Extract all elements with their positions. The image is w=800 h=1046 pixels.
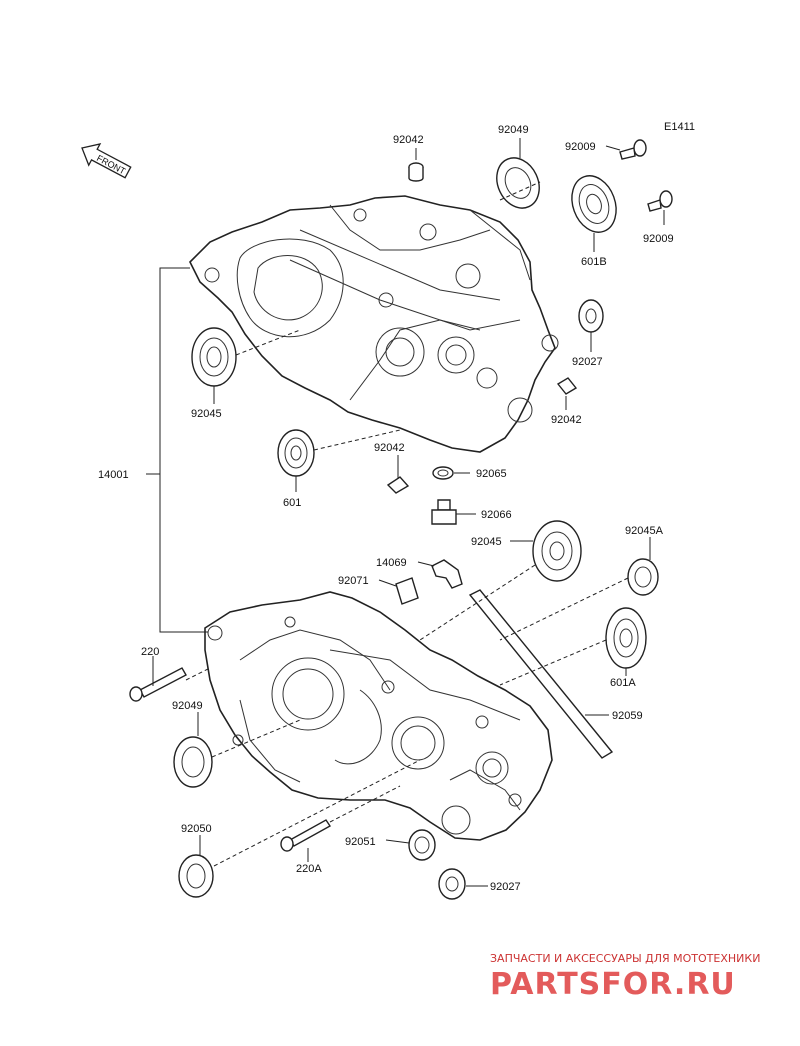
bolt-220 [129, 667, 187, 702]
reference-code: E1411 [664, 121, 695, 133]
label-92045-left: 92045 [191, 408, 222, 420]
label-92042-mid: 92042 [374, 442, 405, 454]
label-92066: 92066 [481, 509, 512, 521]
ball-bearing-601 [277, 429, 315, 477]
label-92045A: 92045A [625, 525, 664, 537]
dowel-pin-92042-right [556, 377, 578, 395]
label-92042-top: 92042 [393, 134, 424, 146]
label-92027-bottom: 92027 [490, 881, 521, 893]
ball-bearing-92045-left [191, 327, 237, 387]
ball-bearing-601B [571, 175, 617, 233]
label-92051: 92051 [345, 836, 376, 848]
tube-92059 [468, 589, 614, 759]
oil-seal-92049-top [496, 157, 540, 209]
drain-plug-92066 [431, 499, 457, 525]
ball-bearing-92045-mid [532, 520, 582, 582]
dowel-pin-92042-mid [386, 476, 410, 494]
ball-bearing-601A [605, 607, 647, 669]
collar-92027-right [578, 299, 604, 333]
screw-92009-b [647, 190, 673, 212]
oil-seal-92049-bottom [173, 736, 213, 788]
label-601A: 601A [610, 677, 636, 689]
fitting-14069 [431, 559, 463, 589]
collar-92027-bottom [438, 868, 466, 900]
lower-crankcase-half [204, 591, 553, 841]
watermark-brand: PARTSFOR.RU [490, 967, 736, 1002]
dowel-pin-92042-top [408, 162, 424, 182]
label-14069: 14069 [376, 557, 407, 569]
oil-seal-92050 [178, 854, 214, 898]
label-92049-bottom: 92049 [172, 700, 203, 712]
label-220A: 220A [296, 863, 322, 875]
leader-lines [146, 138, 665, 887]
washer-92065 [432, 466, 454, 480]
upper-crankcase-half [189, 195, 559, 453]
label-92049-top: 92049 [498, 124, 529, 136]
label-220: 220 [141, 646, 159, 658]
grommet-92071 [395, 577, 419, 605]
ball-bearing-92045A [627, 558, 659, 596]
front-arrow-icon: FRONT [81, 143, 132, 179]
label-92071: 92071 [338, 575, 369, 587]
label-92045-mid: 92045 [471, 536, 502, 548]
label-601B: 601B [581, 256, 607, 268]
oil-seal-92051 [408, 829, 436, 861]
watermark: ЗАПЧАСТИ И АКСЕССУАРЫ ДЛЯ МОТОТЕХНИКИ PA… [490, 952, 760, 1002]
label-92009-b: 92009 [643, 233, 674, 245]
label-92042-right: 92042 [551, 414, 582, 426]
bolt-220A [280, 819, 332, 852]
label-92050: 92050 [181, 823, 212, 835]
label-92065: 92065 [476, 468, 507, 480]
label-92059: 92059 [612, 710, 643, 722]
label-14001: 14001 [98, 469, 129, 481]
part-labels: 92042 92049 92009 92009 601B 92027 92042… [98, 124, 674, 893]
label-601: 601 [283, 497, 301, 509]
label-92009-a: 92009 [565, 141, 596, 153]
watermark-tagline: ЗАПЧАСТИ И АКСЕССУАРЫ ДЛЯ МОТОТЕХНИКИ [490, 952, 760, 965]
screw-92009-a [619, 139, 647, 160]
label-92027-right: 92027 [572, 356, 603, 368]
